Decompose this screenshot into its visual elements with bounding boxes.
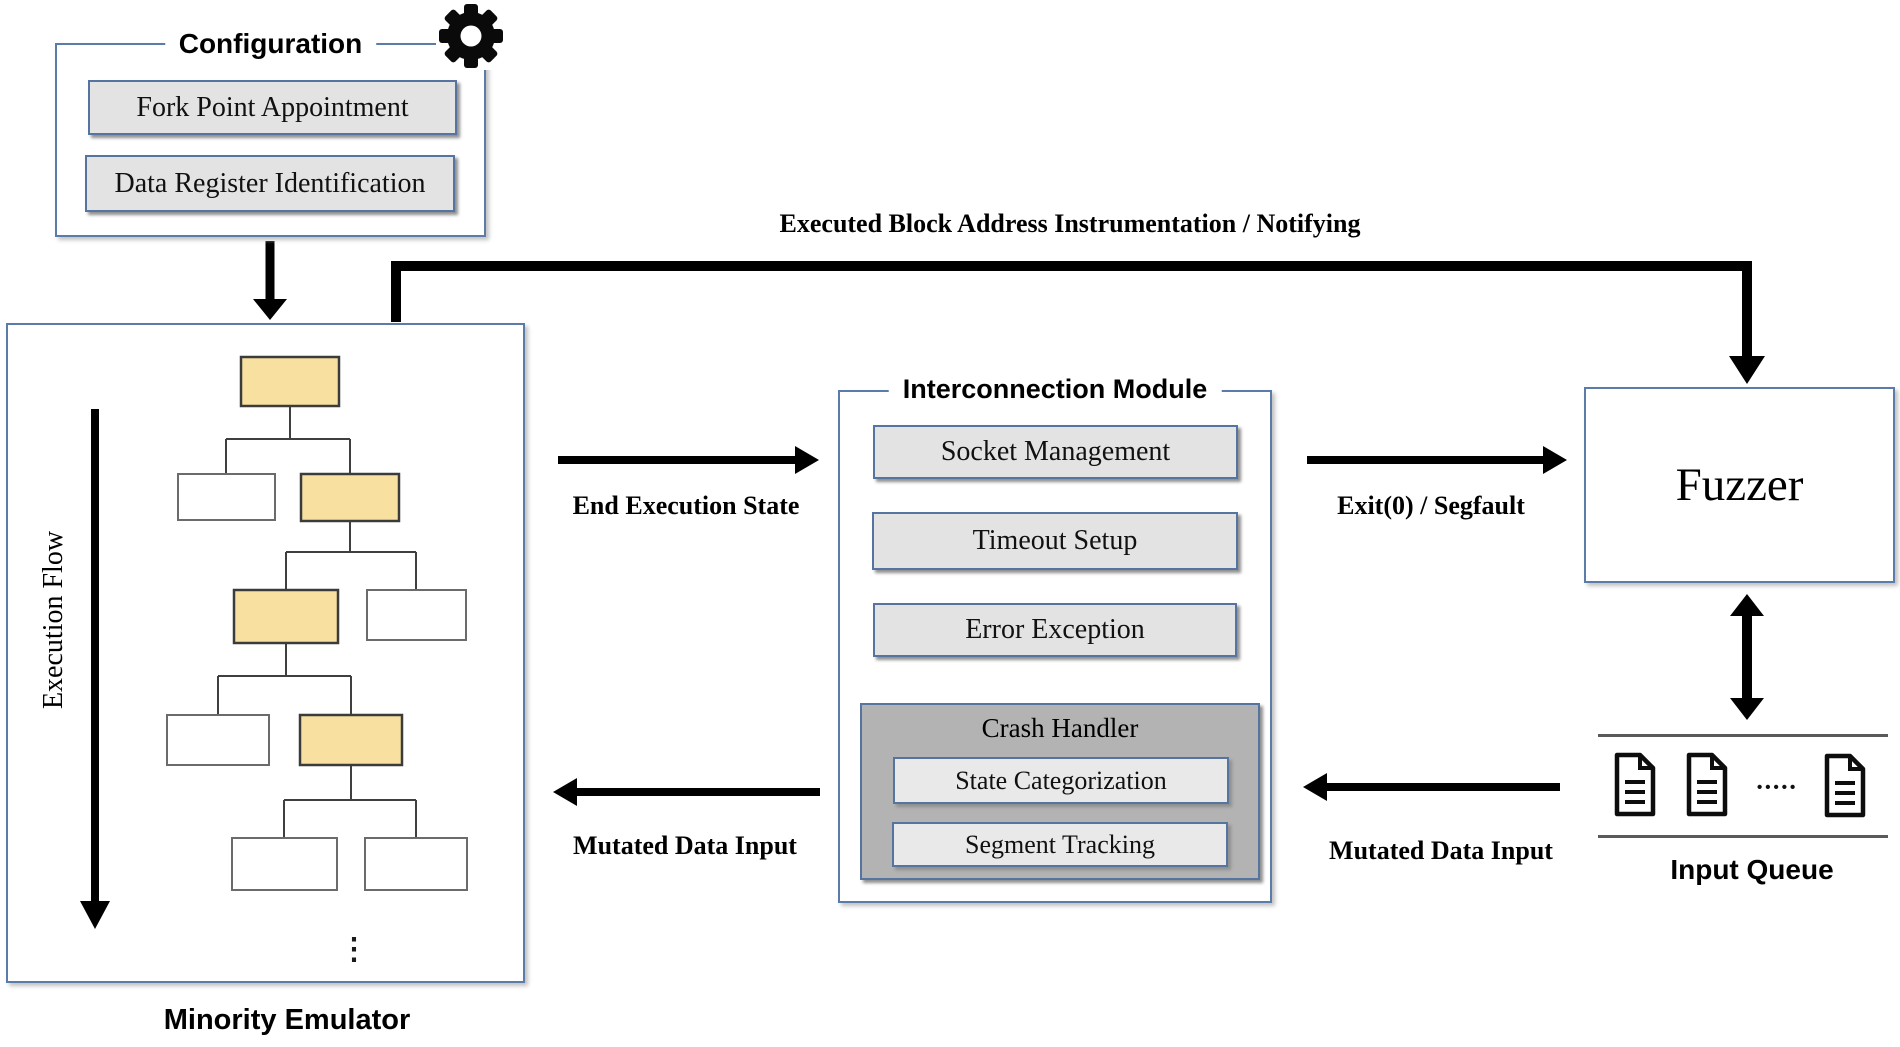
fuzzer-queue-arrow: [1730, 594, 1764, 720]
config-item-label: Data Register Identification: [114, 167, 426, 199]
module-title: Interconnection Module: [888, 374, 1222, 405]
config-to-emulator-arrow: [253, 241, 287, 320]
crash-item-label: Segment Tracking: [965, 829, 1155, 859]
mutated-left-arrow: [553, 778, 820, 806]
end-execution-label: End Execution State: [572, 491, 800, 520]
tree-connectors: [217, 406, 417, 838]
fuzzer-box: Fuzzer: [1584, 387, 1895, 583]
input-queue-label: Input Queue: [1670, 854, 1834, 885]
emulator-panel: Execution Flow: [6, 323, 525, 983]
tree-node: [366, 589, 467, 641]
tree-node-executed: [232, 588, 340, 645]
tree-node: [364, 837, 468, 891]
module-item-label: Timeout Setup: [972, 525, 1138, 556]
configuration-title: Configuration: [164, 28, 377, 60]
execution-tree: [80, 355, 468, 929]
tree-node: [231, 837, 338, 891]
tree-node-executed: [239, 355, 341, 408]
module-item-error-exception: Error Exception: [873, 603, 1237, 657]
crash-item-state-categorization: State Categorization: [893, 757, 1229, 804]
config-item-data-register: Data Register Identification: [85, 155, 455, 212]
exit-segfault-label: Exit(0) / Segfault: [1337, 491, 1525, 520]
document-icon: [1614, 752, 1656, 817]
config-item-fork-point: Fork Point Appointment: [88, 80, 457, 135]
tree-node: [166, 714, 270, 766]
document-icon: [1824, 753, 1866, 818]
fuzzer-label: Fuzzer: [1675, 459, 1804, 511]
mutated-right-label: Mutated Data Input: [1329, 836, 1553, 865]
tree-node-executed: [298, 713, 404, 767]
tree-node-executed: [299, 472, 401, 523]
emulator-label: Minority Emulator: [163, 1004, 411, 1036]
queue-rail-bottom: [1598, 835, 1888, 838]
mutated-right-arrow: [1303, 773, 1560, 801]
queue-rail-top: [1598, 734, 1888, 737]
notify-label: Executed Block Address Instrumentation /…: [779, 209, 1361, 238]
interconnection-module-panel: Interconnection Module Socket Management…: [838, 374, 1272, 903]
queue-dots: •••••: [1757, 779, 1799, 796]
crash-item-label: State Categorization: [955, 765, 1167, 795]
module-item-socket-management: Socket Management: [873, 425, 1238, 479]
tree-ellipsis: ⋮: [339, 933, 369, 966]
gear-icon: [436, 0, 506, 70]
crash-item-segment-tracking: Segment Tracking: [892, 822, 1228, 867]
end-execution-arrow: [558, 446, 819, 474]
crash-handler-title: Crash Handler: [981, 713, 1139, 743]
notify-arrow: [391, 261, 1765, 384]
document-icon: [1686, 752, 1728, 817]
tree-node: [177, 473, 276, 521]
configuration-panel: Configuration Fork Point Appointment Dat…: [55, 28, 486, 237]
module-item-label: Error Exception: [965, 614, 1145, 645]
module-item-timeout-setup: Timeout Setup: [872, 512, 1238, 570]
config-item-label: Fork Point Appointment: [136, 91, 409, 123]
module-item-label: Socket Management: [940, 436, 1171, 467]
execution-flow-arrow: [80, 409, 110, 929]
exit-segfault-arrow: [1307, 446, 1567, 474]
crash-handler-panel: Crash Handler State Categorization Segme…: [860, 703, 1260, 880]
mutated-left-label: Mutated Data Input: [573, 831, 797, 860]
